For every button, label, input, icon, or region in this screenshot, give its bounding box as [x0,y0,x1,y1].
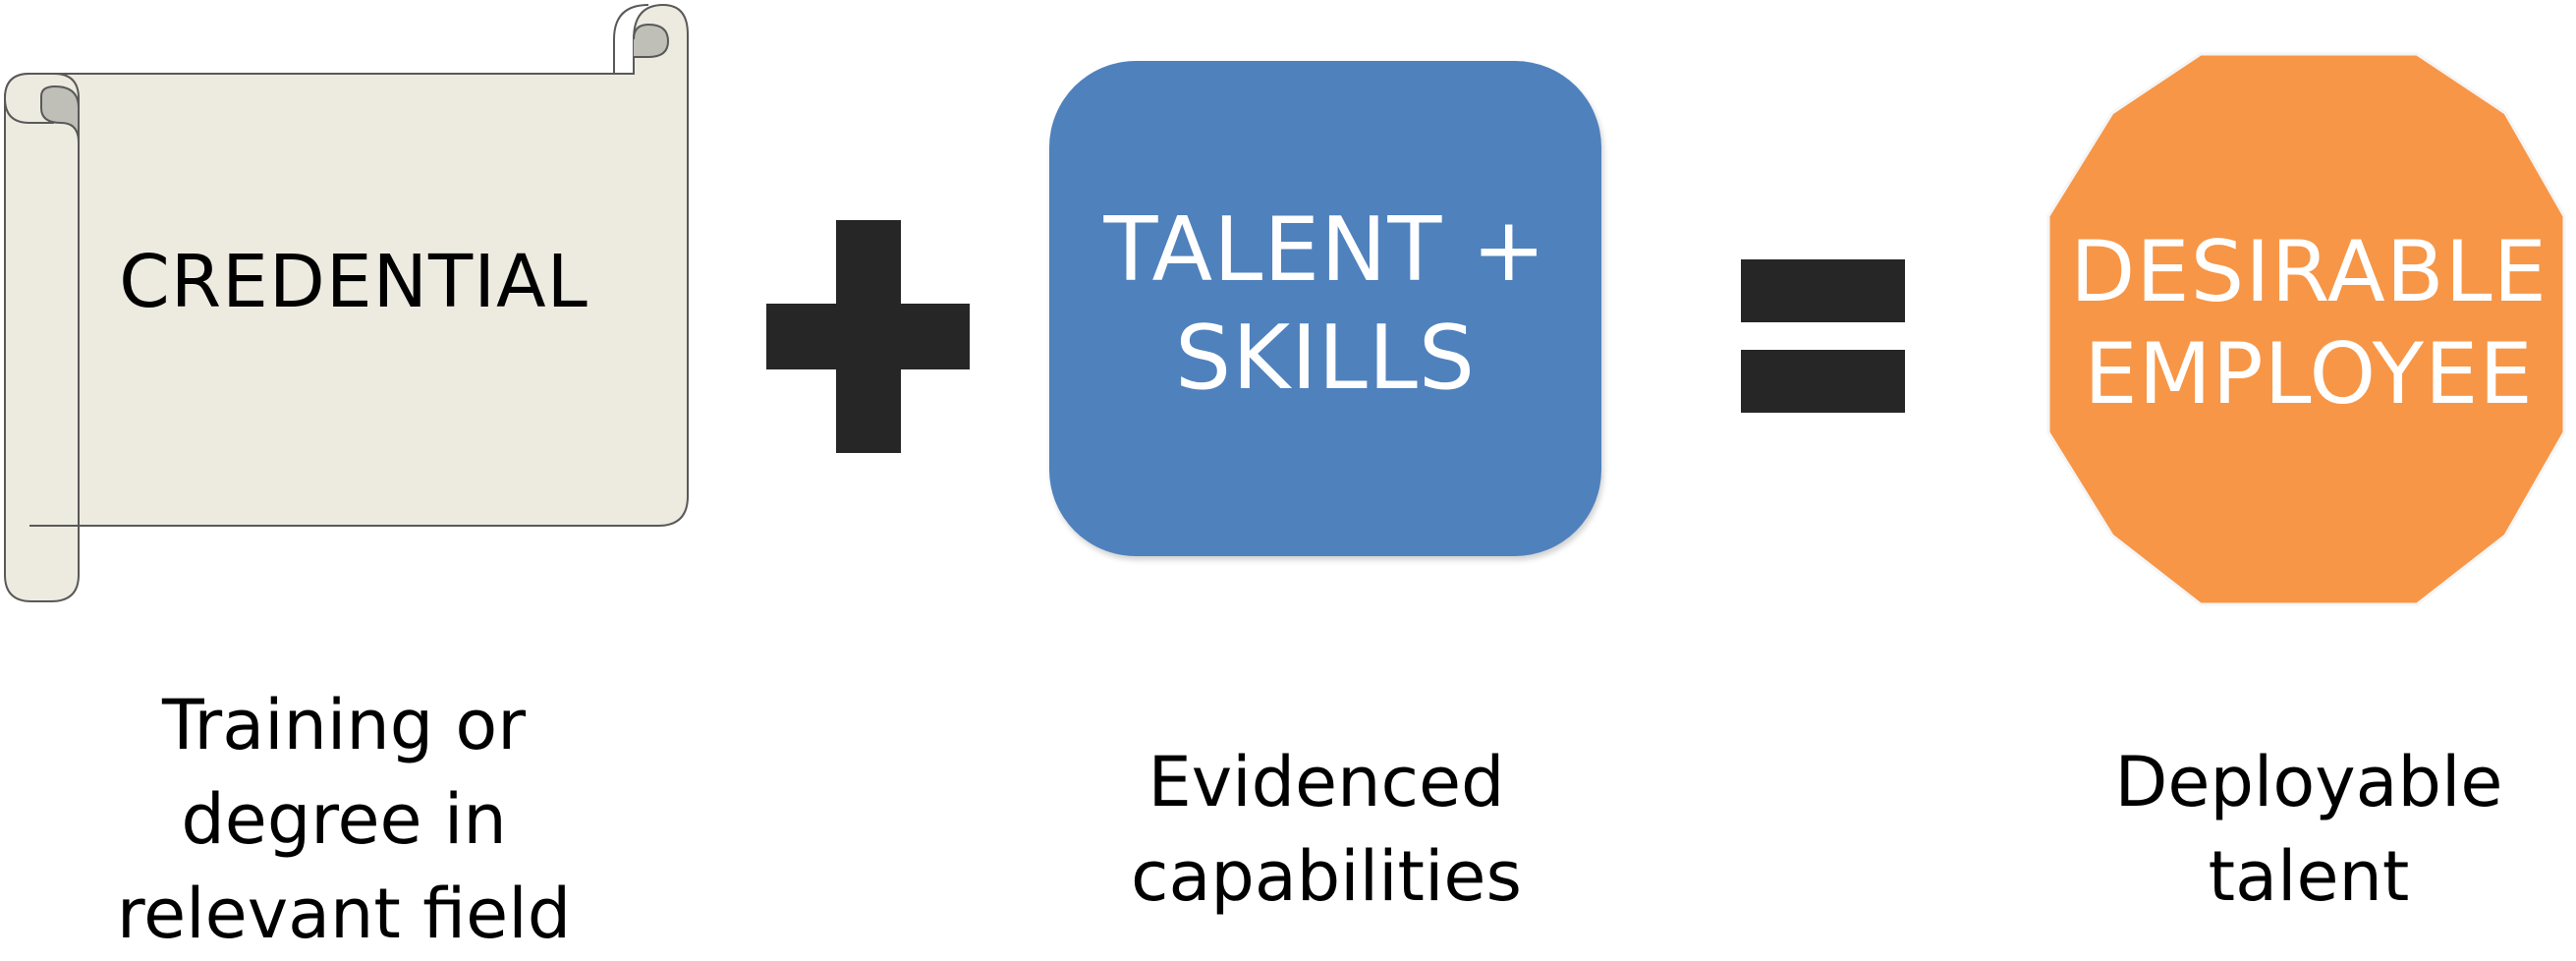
credential-caption-line-3: relevant field [116,874,572,954]
employee-caption: Deployable talent [2024,735,2576,924]
employee-caption-line-2: talent [2208,836,2410,917]
talent-skills-label: TALENT + SKILLS [1049,197,1601,413]
employee-label-line-2: EMPLOYEE [2084,325,2534,424]
desirable-employee-label: DESIRABLE EMPLOYEE [2039,221,2576,425]
desirable-employee-octagon [2046,52,2566,606]
equals-top-bar [1741,259,1905,322]
plus-horizontal-bar [766,304,970,369]
talent-caption: Evidenced capabilities [1032,735,1621,924]
talent-caption-line-2: capabilities [1131,836,1522,917]
equals-bottom-bar [1741,350,1905,413]
credential-label: CREDENTIAL [119,240,588,324]
talent-caption-line-1: Evidenced [1148,742,1505,822]
talent-skills-box [1049,61,1601,556]
talent-label-line-2: SKILLS [1174,307,1477,410]
credential-caption-line-1: Training or [161,685,527,765]
employee-caption-line-1: Deployable [2114,742,2503,822]
talent-label-line-1: TALENT + [1103,198,1547,302]
credential-caption: Training or degree in relevant field [59,678,629,961]
employee-label-line-1: DESIRABLE [2070,223,2548,321]
credential-scroll-shape [3,3,689,602]
credential-caption-line-2: degree in [181,779,507,860]
